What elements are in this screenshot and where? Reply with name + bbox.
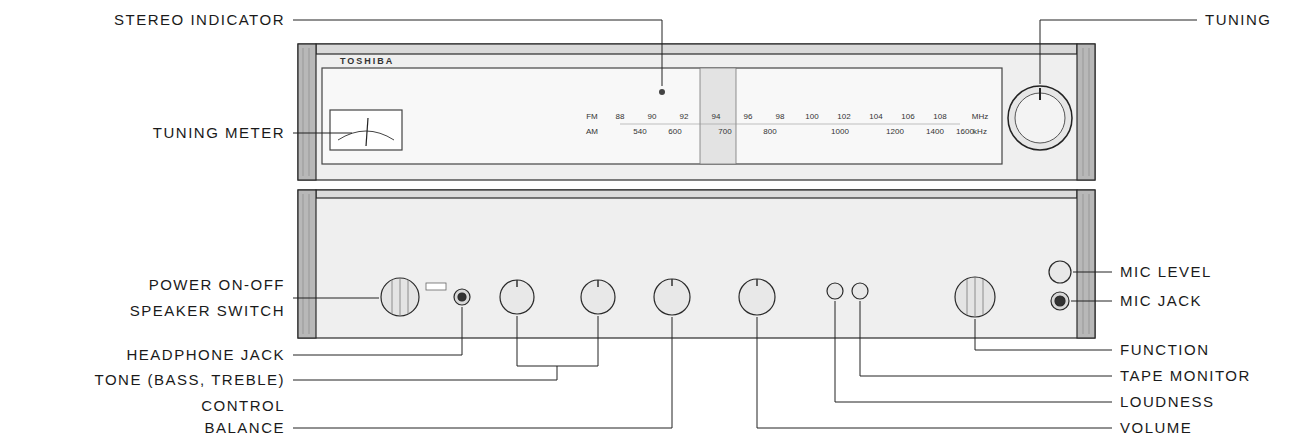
dial-number: 1600 (956, 127, 974, 137)
callout-label: LOUDNESS (1120, 393, 1215, 411)
dial-number: 600 (668, 127, 681, 137)
dial-number: 1000 (831, 127, 849, 137)
dial-number: FM (586, 112, 598, 122)
brand-name: TOSHIBA (340, 56, 394, 67)
dial-number: 102 (837, 112, 850, 122)
dial-number: 1200 (886, 127, 904, 137)
callout-label: BALANCE (204, 419, 285, 437)
dial-number: 800 (763, 127, 776, 137)
dial-number: 90 (648, 112, 657, 122)
callout-label: MIC LEVEL (1120, 263, 1212, 281)
tuner-unit (298, 44, 1095, 180)
dial-number: 100 (805, 112, 818, 122)
dial-number: kHz (973, 127, 987, 137)
dial-number: 700 (718, 127, 731, 137)
callout-label: STEREO INDICATOR (114, 11, 285, 29)
dial-number: 98 (776, 112, 785, 122)
callout-label: VOLUME (1120, 419, 1192, 437)
dial-number: 104 (869, 112, 882, 122)
amplifier-unit (298, 190, 1095, 338)
callout-label: TUNING METER (153, 124, 285, 142)
dial-number: 92 (680, 112, 689, 122)
dial-number: 96 (744, 112, 753, 122)
dial-number: AM (586, 127, 598, 137)
callout-label: MIC JACK (1120, 292, 1202, 310)
callout-label: TONE (BASS, TREBLE) CONTROL (57, 367, 285, 419)
dial-number: 1400 (926, 127, 944, 137)
callout-label: FUNCTION (1120, 341, 1210, 359)
dial-number: 108 (933, 112, 946, 122)
dial-number: 540 (633, 127, 646, 137)
callout-label: HEADPHONE JACK (126, 346, 285, 364)
callout-label: TAPE MONITOR (1120, 367, 1251, 385)
dial-number: 88 (616, 112, 625, 122)
callout-label: POWER ON-OFF SPEAKER SWITCH (95, 272, 285, 324)
dial-number: 106 (901, 112, 914, 122)
dial-number: 94 (712, 112, 721, 122)
leader-lines (293, 20, 1197, 428)
dial-number: MHz (972, 112, 988, 122)
callout-label: TUNING (1205, 11, 1272, 29)
